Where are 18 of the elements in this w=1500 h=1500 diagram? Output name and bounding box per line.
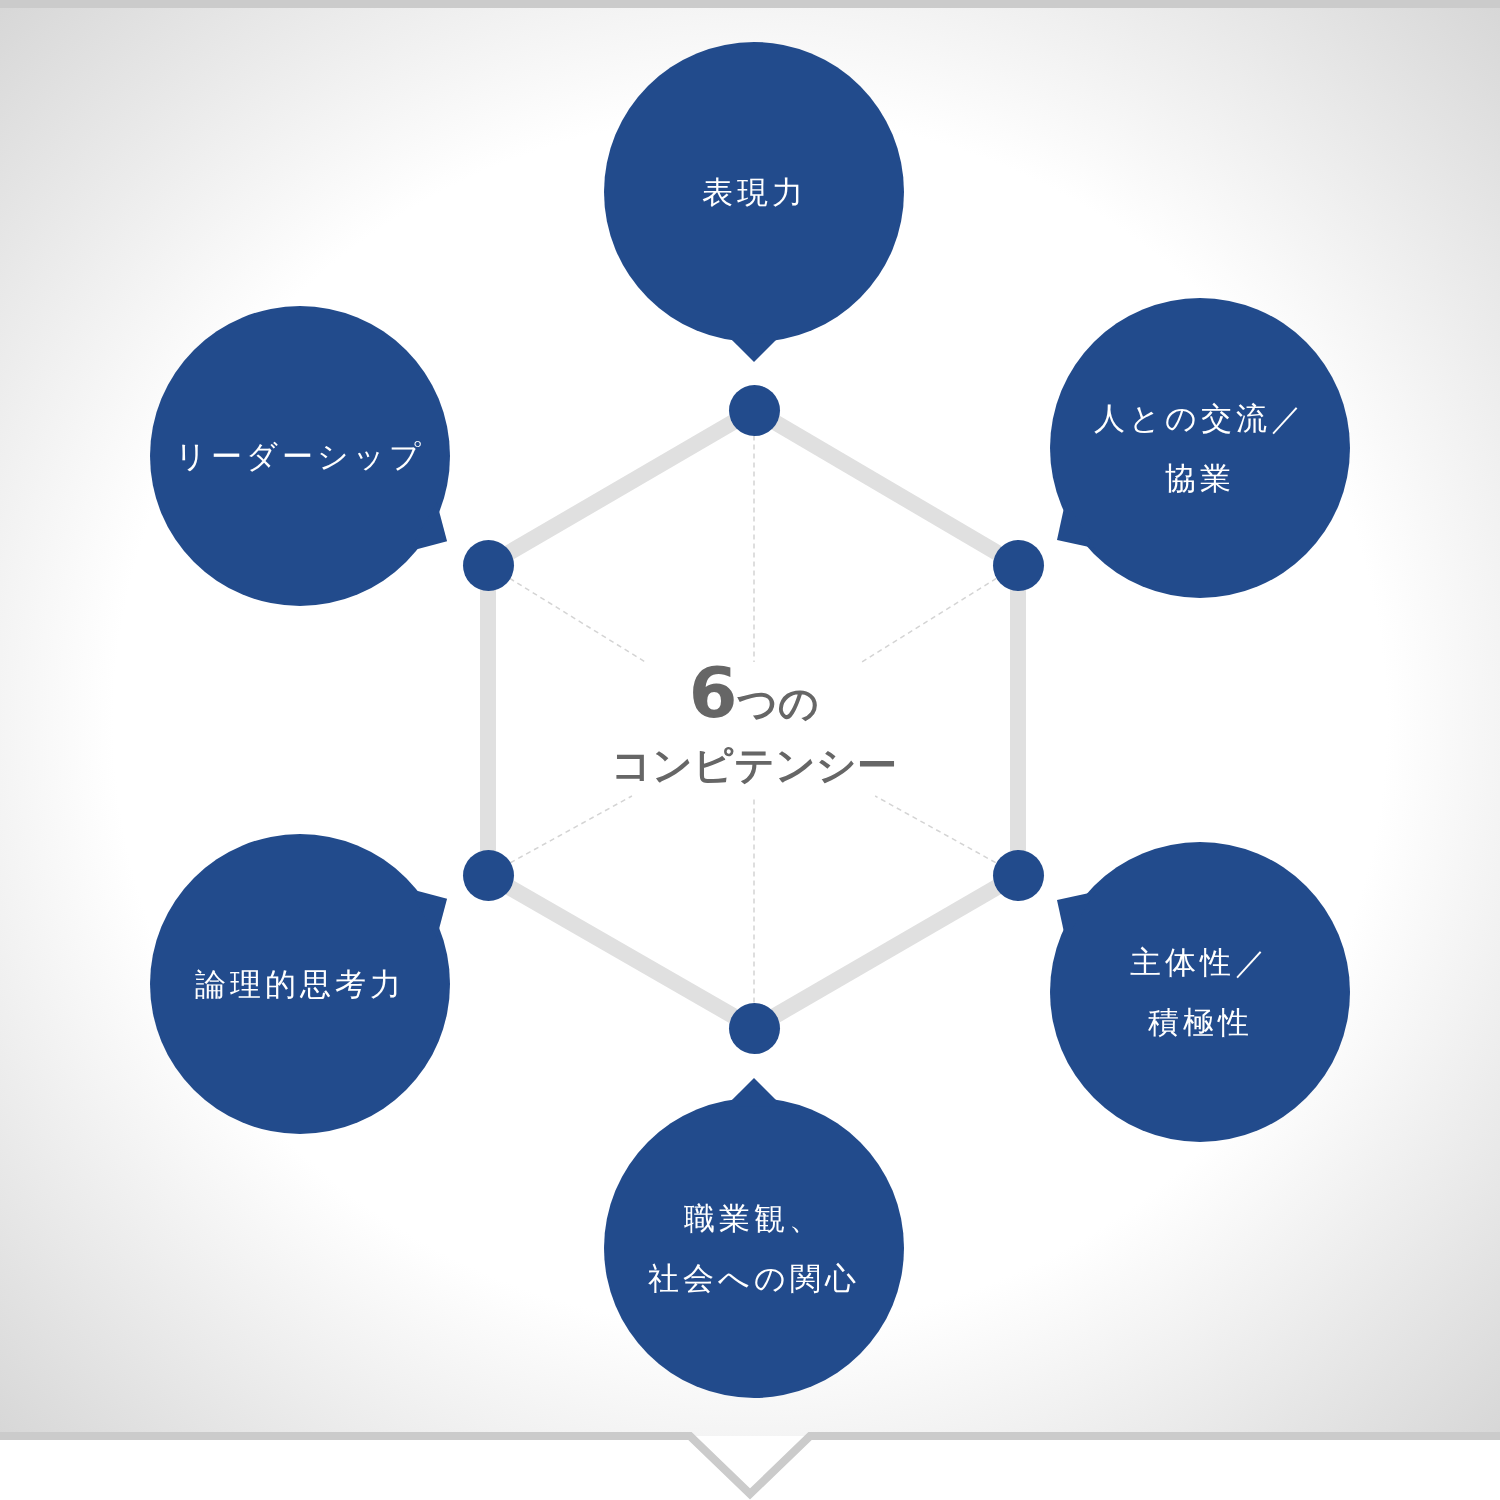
center-heading: 6つのコンピテンシー	[609, 662, 899, 796]
dashed-line	[861, 577, 998, 663]
competency-label: 職業観、社会への関心	[647, 1199, 861, 1298]
dashed-line	[509, 795, 633, 864]
hexagon-side	[504, 880, 738, 1023]
hexagon-side	[1010, 589, 1026, 851]
dashed-line	[874, 795, 997, 864]
dashed-line	[508, 577, 647, 663]
dashed-line	[753, 434, 755, 663]
competency-label: 論理的思考力	[195, 965, 405, 1004]
hexagon-side	[770, 415, 1002, 560]
competency-label: リーダーシップ	[175, 437, 425, 476]
hexagon-side	[480, 589, 496, 851]
competency-label: 人との交流／協業	[1093, 399, 1307, 498]
competency-label: 表現力	[701, 173, 807, 212]
competency-label: 主体性／積極性	[1129, 943, 1271, 1042]
hexagon-side	[770, 880, 1002, 1023]
hexagon-side	[504, 415, 738, 560]
